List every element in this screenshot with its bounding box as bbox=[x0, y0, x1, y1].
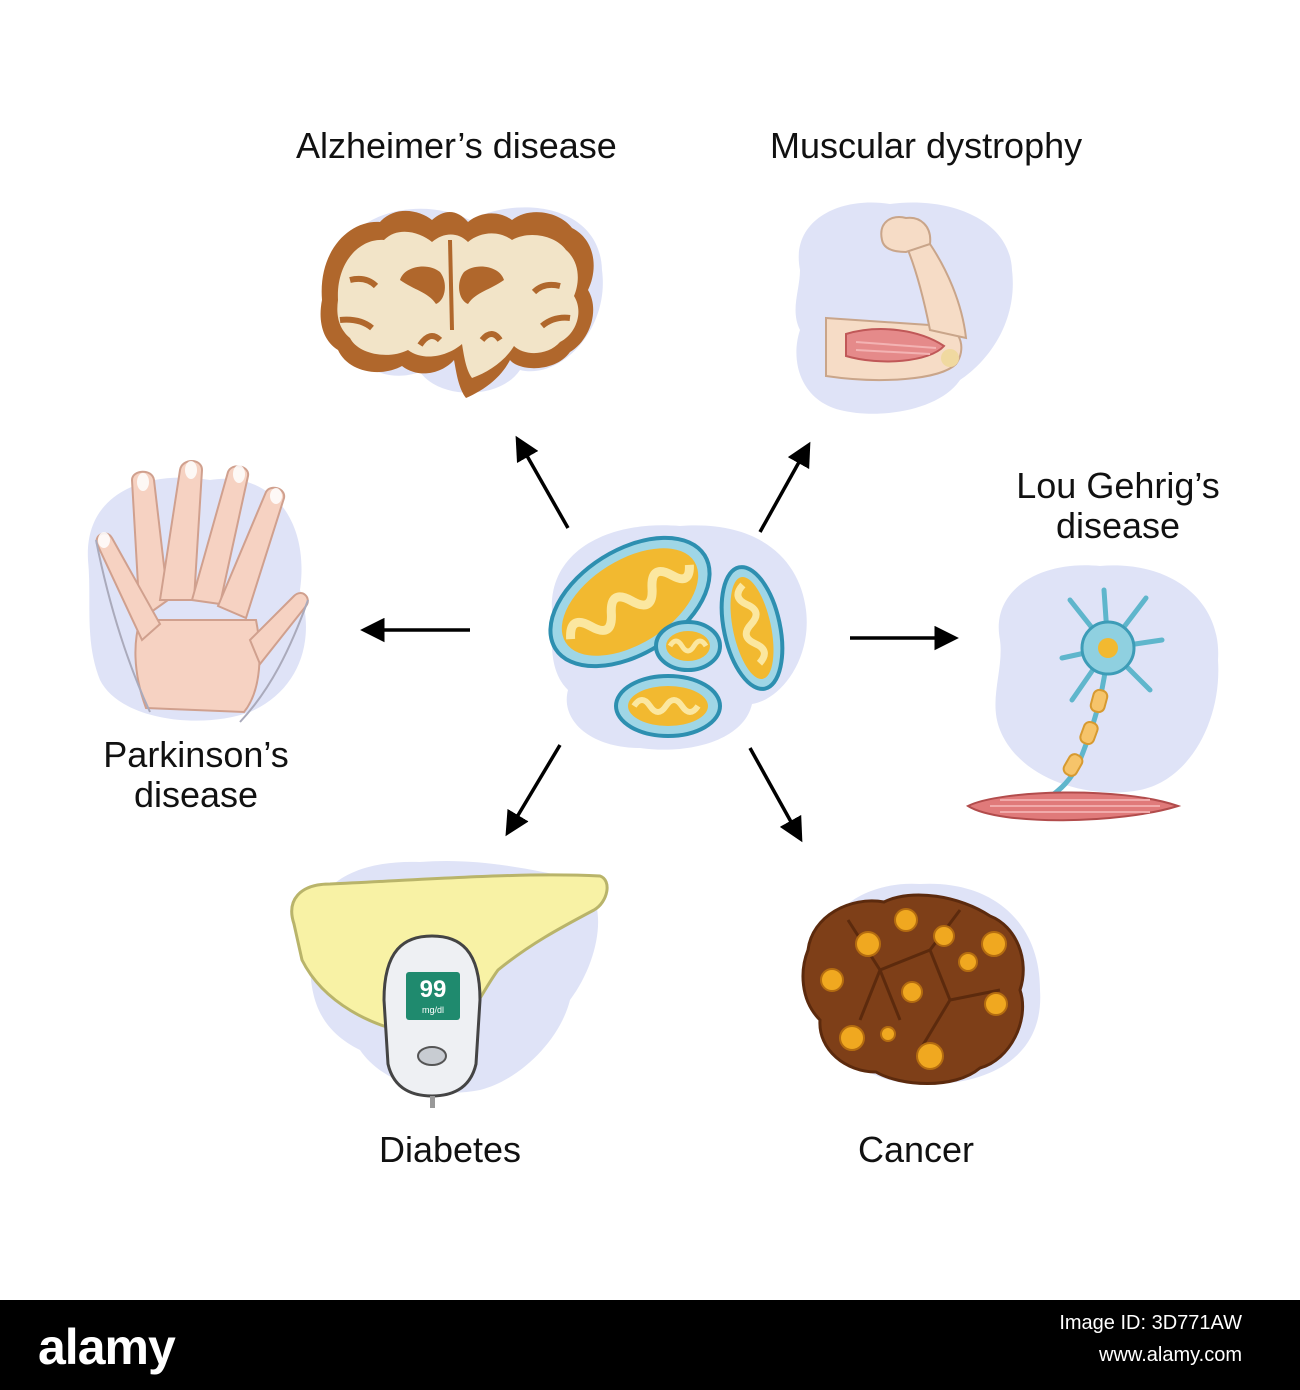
arrow-to-muscular-dystrophy bbox=[758, 441, 811, 533]
footer-brand: alamy bbox=[38, 1319, 176, 1375]
label-lou-gehrigs-line2: disease bbox=[1055, 505, 1181, 546]
arm-illustration bbox=[795, 202, 1013, 414]
arrow-to-diabetes bbox=[505, 744, 562, 837]
glucometer-unit: mg/dl bbox=[421, 1005, 444, 1015]
arrow-to-cancer bbox=[748, 747, 803, 843]
arrow-to-alzheimers bbox=[515, 435, 570, 529]
label-alzheimers: Alzheimer’s disease bbox=[296, 125, 617, 166]
arrows bbox=[360, 435, 959, 843]
footer-site: www.alamy.com bbox=[1099, 1344, 1242, 1366]
label-parkinsons-line2: disease bbox=[133, 774, 259, 815]
stock-footer-bar: alamy Image ID: 3D771AW www.alamy.com bbox=[0, 1300, 1300, 1390]
glucometer-screen bbox=[406, 972, 460, 1020]
illustration-layer bbox=[87, 202, 1219, 1108]
cancer-cells-illustration bbox=[801, 883, 1041, 1085]
hand-illustration bbox=[87, 460, 309, 723]
label-lou-gehrigs-line1: Lou Gehrig’s bbox=[1016, 465, 1220, 506]
diagram-canvas: Alzheimer’s disease Muscular dystrophy L… bbox=[87, 125, 1220, 1170]
glucometer-device bbox=[382, 934, 482, 1108]
label-diabetes: Diabetes bbox=[378, 1129, 522, 1170]
label-parkinsons-line1: Parkinson’s bbox=[103, 734, 289, 775]
mitochondria-illustration bbox=[548, 525, 807, 750]
label-cancer: Cancer bbox=[857, 1129, 975, 1170]
brain-illustration bbox=[320, 207, 603, 398]
neuron-illustration bbox=[965, 565, 1219, 822]
footer-image-id: Image ID: 3D771AW bbox=[1059, 1312, 1242, 1334]
label-muscular-dystrophy: Muscular dystrophy bbox=[770, 125, 1083, 166]
glucometer-reading: 99 bbox=[419, 976, 447, 1003]
